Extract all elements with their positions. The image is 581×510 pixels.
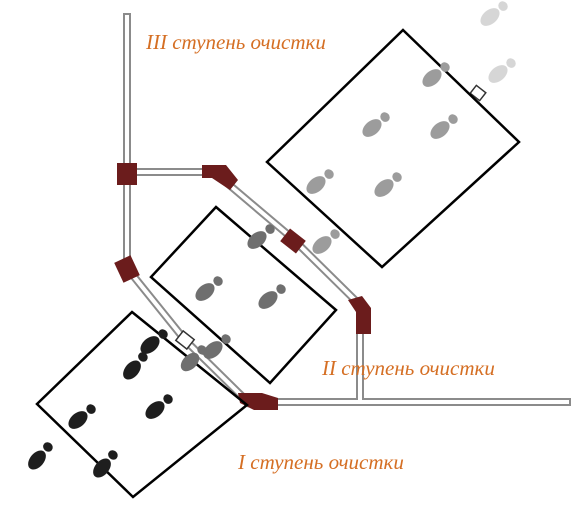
footprint-icon	[119, 349, 152, 383]
connector-small-2	[469, 84, 487, 102]
footprint-icon	[89, 447, 122, 481]
footprint-icon	[477, 0, 511, 30]
footprint-icon	[427, 110, 461, 143]
connector-top-left	[117, 163, 137, 185]
connector-diag-mid	[280, 228, 306, 254]
connector-left-mid	[114, 255, 140, 283]
footprint-icon	[24, 439, 57, 473]
footprint-icon	[65, 400, 99, 433]
mat-stage-1	[35, 310, 249, 499]
footprint-icon	[142, 390, 176, 423]
railing-connectors	[114, 84, 487, 410]
mat-stage-3	[265, 28, 521, 269]
footprint-icon	[309, 225, 343, 258]
mat-stage-2	[149, 205, 338, 385]
label-stage-1: I ступень очистки	[238, 450, 404, 474]
label-stage-3: III ступень очистки	[146, 30, 326, 54]
mats	[35, 28, 521, 499]
connector-small-1	[174, 329, 196, 351]
footprint-icon	[192, 272, 226, 305]
footprint-icon	[255, 280, 289, 313]
footprint-icon	[303, 165, 337, 198]
footprint-icon	[371, 168, 405, 201]
railing	[123, 13, 571, 408]
connector-right-elbow	[348, 296, 371, 334]
footprint-icon	[485, 54, 519, 87]
footprint-icon	[359, 108, 393, 141]
connector-top-elbow	[202, 165, 238, 190]
railing-core	[125, 15, 569, 405]
label-stage-2: II ступень очистки	[322, 356, 495, 380]
